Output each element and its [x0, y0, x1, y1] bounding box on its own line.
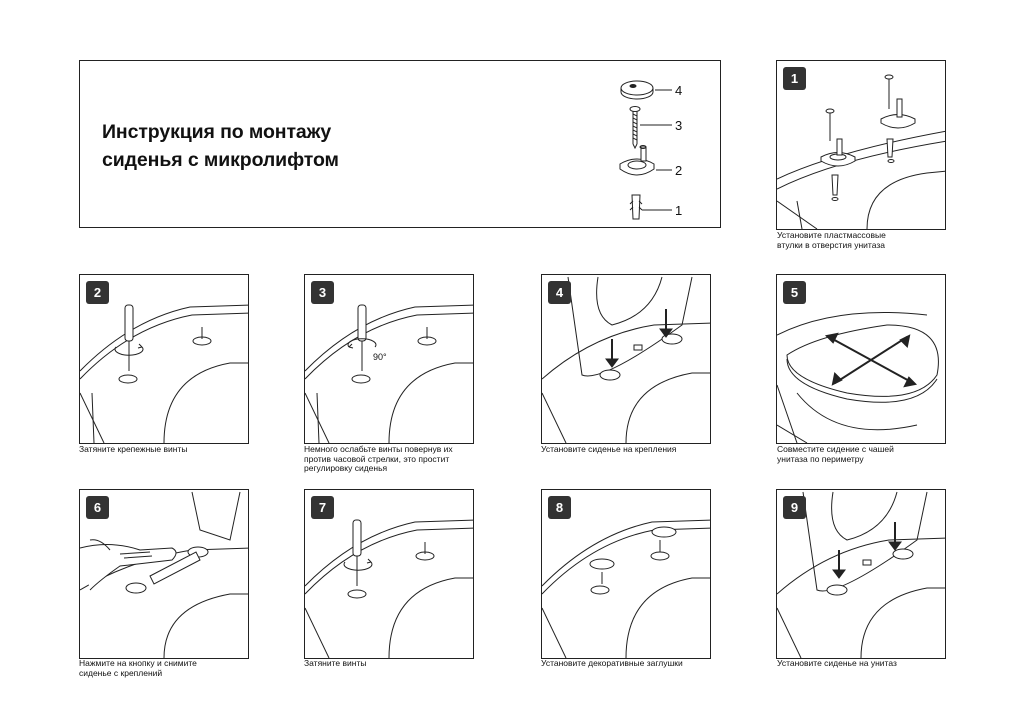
step-badge-4: 4: [548, 281, 571, 304]
part-label-1: 1: [675, 203, 683, 218]
step-caption-1: Установите пластмассовые втулки в отверс…: [777, 230, 886, 250]
step-6-illustration: [80, 491, 248, 658]
step-badge-1: 1: [783, 67, 806, 90]
hinge-base-icon: [619, 145, 672, 176]
step-caption-5: Совместите сидение с чашей унитаза по пе…: [777, 444, 894, 464]
part-label-4: 4: [675, 83, 683, 98]
anchor-plug-icon: [629, 194, 672, 220]
step-panel-9: 9: [776, 489, 946, 659]
step-badge-3: 3: [311, 281, 334, 304]
step-panel-4: 4: [541, 274, 711, 444]
step-caption-9: Установите сиденье на унитаз: [777, 658, 897, 668]
step-caption-4: Установите сиденье на крепления: [541, 444, 677, 454]
step-panel-8: 8: [541, 489, 711, 659]
step-badge-8: 8: [548, 496, 571, 519]
step-badge-6: 6: [86, 496, 109, 519]
step-3-illustration: [305, 304, 473, 443]
step-panel-3: 3 90°: [304, 274, 474, 444]
step-caption-6: Нажмите на кнопку и снимите сиденье с кр…: [79, 658, 197, 678]
step-panel-1: 1: [776, 60, 946, 230]
step-panel-7: 7: [304, 489, 474, 659]
step-badge-9: 9: [783, 496, 806, 519]
title-box: Инструкция по монтажу сиденья с микролиф…: [79, 60, 721, 228]
step-badge-5: 5: [783, 281, 806, 304]
step-8-illustration: [542, 519, 710, 658]
step-caption-3: Немного ослабьте винты повернув их проти…: [304, 444, 453, 473]
step-4-illustration: [542, 276, 710, 443]
title-line-2: сиденья с микролифтом: [102, 149, 339, 171]
step-7-illustration: [305, 519, 473, 658]
part-label-3: 3: [675, 118, 683, 133]
step-badge-2: 2: [86, 281, 109, 304]
screw-icon: [629, 106, 672, 150]
step-panel-6: 6: [79, 489, 249, 659]
title-line-1: Инструкция по монтажу: [102, 121, 332, 143]
step-badge-7: 7: [311, 496, 334, 519]
step-caption-7: Затяните винты: [304, 658, 367, 668]
part-label-2: 2: [675, 163, 683, 178]
step-1-illustration: [777, 74, 945, 229]
cap-icon: [620, 80, 672, 100]
step-panel-2: 2: [79, 274, 249, 444]
parts-illustration: [619, 80, 672, 220]
step-panel-5: 5: [776, 274, 946, 444]
step-2-illustration: [80, 304, 248, 443]
step-caption-2: Затяните крепежные винты: [79, 444, 188, 454]
step-5-illustration: [777, 312, 939, 443]
page-title: Инструкция по монтажу сиденья с микролиф…: [102, 118, 339, 174]
step-9-illustration: [777, 491, 945, 658]
step-caption-8: Установите декоративные заглушки: [541, 658, 683, 668]
angle-label: 90°: [373, 352, 387, 362]
